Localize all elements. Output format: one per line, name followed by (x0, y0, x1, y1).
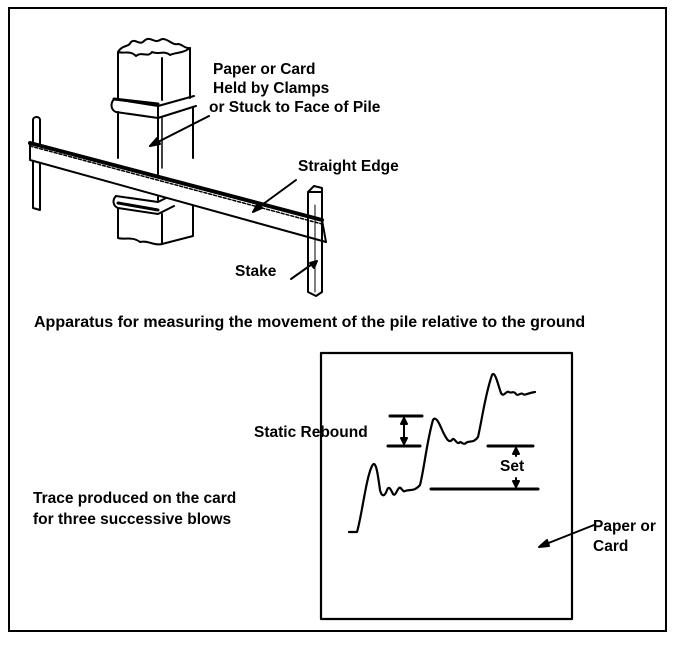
paper-arrow-head (538, 539, 550, 548)
trace-card (319, 351, 574, 621)
right-stake (307, 185, 323, 297)
trace-caption-line2: for three successive blows (33, 511, 232, 528)
label-paper-or-card: Paper or Card (213, 61, 316, 78)
label-static-rebound: Static Rebound (254, 424, 368, 441)
label-paper-or: Paper or (593, 518, 656, 535)
static-rebound-dimension (386, 414, 424, 448)
trace-caption-line1: Trace produced on the card (33, 490, 237, 507)
figure-frame (8, 7, 667, 632)
leader-arrows (149, 115, 318, 280)
pile-broken-top (117, 37, 191, 57)
label-card: Card (593, 538, 629, 555)
apparatus-caption: Apparatus for measuring the movement of … (34, 314, 586, 331)
label-stuck-to-face: or Stuck to Face of Pile (209, 99, 381, 116)
label-set: Set (500, 458, 525, 475)
set-dimension (429, 444, 540, 491)
label-straight-edge: Straight Edge (298, 158, 399, 175)
left-stake (32, 116, 41, 211)
label-held-by-clamps: Held by Clamps (213, 80, 330, 97)
pile (110, 37, 197, 246)
straight-edge (28, 141, 327, 243)
trace-curve (347, 372, 537, 534)
label-stake: Stake (235, 263, 277, 280)
